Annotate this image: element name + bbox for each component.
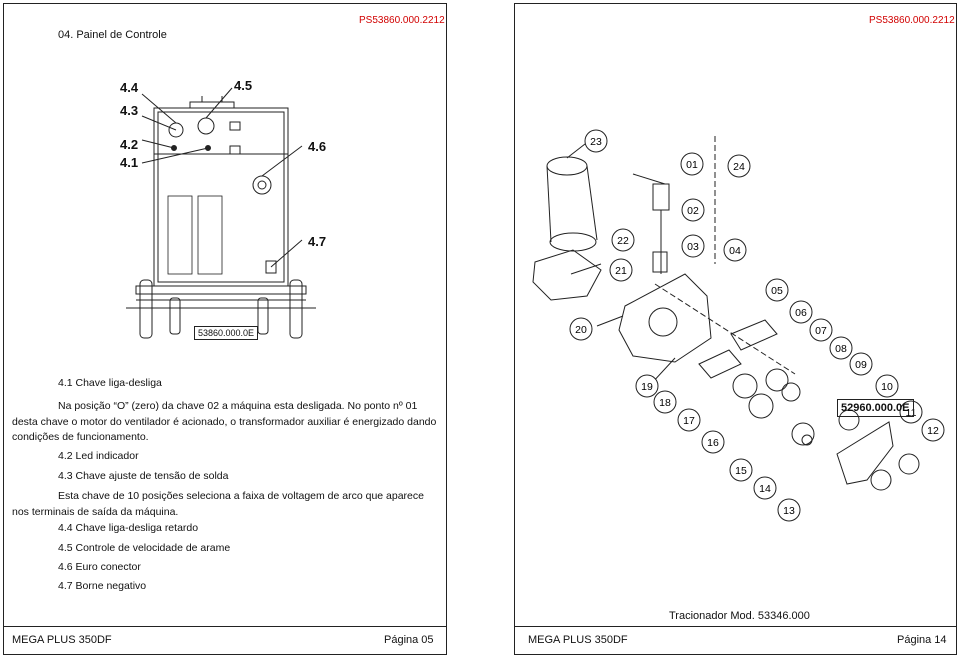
item-4-1-text: Na posição “O” (zero) da chave 02 a máqu… bbox=[12, 400, 437, 443]
callout-layer: 23 01 24 02 22 03 04 21 05 20 06 07 08 09 19 10 18 11 17 12… bbox=[569, 129, 945, 522]
item-4-2-title: 4.2 Led indicador bbox=[58, 450, 139, 462]
callout-22: 22 bbox=[611, 228, 635, 252]
label-4-6: 4.6 bbox=[308, 139, 327, 154]
callout-label: 10 bbox=[881, 381, 893, 393]
callout-16: 16 bbox=[701, 430, 725, 454]
callout-09: 09 bbox=[849, 352, 873, 376]
right-page: PS53860.000.2212 bbox=[514, 3, 957, 655]
figure-ref: 52960.000.0E bbox=[837, 399, 914, 417]
label-4-2: 4.2 bbox=[120, 137, 139, 152]
callout-label: 15 bbox=[735, 465, 747, 477]
callout-01: 01 bbox=[680, 152, 704, 176]
callout-07: 07 bbox=[809, 318, 833, 342]
section-title: 04. Painel de Controle bbox=[58, 29, 167, 41]
wire-feeder-figure: 23 01 24 02 22 03 04 21 05 20 06 07 08 09 19 10 18 11 17 12… bbox=[532, 129, 945, 522]
callout-label: 11 bbox=[906, 407, 917, 419]
figure-caption: Tracionador Mod. 53346.000 bbox=[669, 610, 810, 622]
item-4-4-title: 4.4 Chave liga-desliga retardo bbox=[58, 522, 199, 534]
label-4-3: 4.3 bbox=[120, 103, 139, 118]
callout-label: 01 bbox=[686, 159, 698, 171]
callout-21: 21 bbox=[609, 258, 633, 282]
left-page: 04. Painel de Controle PS53860.000.2212 bbox=[3, 3, 447, 655]
callout-20: 20 bbox=[569, 317, 593, 341]
callout-11: 11 bbox=[899, 400, 923, 424]
callout-15: 15 bbox=[729, 458, 753, 482]
callout-label: 16 bbox=[707, 437, 719, 449]
label-4-5: 4.5 bbox=[234, 78, 253, 93]
callout-label: 18 bbox=[659, 397, 671, 409]
callout-label: 24 bbox=[733, 161, 745, 173]
callout-label: 06 bbox=[795, 307, 807, 319]
callout-12: 12 bbox=[921, 418, 945, 442]
callout-label: 14 bbox=[759, 483, 771, 495]
callout-14: 14 bbox=[753, 476, 777, 500]
callout-label: 20 bbox=[575, 324, 587, 336]
callout-06: 06 bbox=[789, 300, 813, 324]
item-4-3-title: 4.3 Chave ajuste de tensão de solda bbox=[58, 470, 229, 482]
callout-19: 19 bbox=[635, 374, 659, 398]
callout-17: 17 bbox=[677, 408, 701, 432]
footer-page: Página 14 bbox=[897, 634, 947, 646]
item-4-3-text: Esta chave de 10 posições seleciona a fa… bbox=[12, 490, 424, 518]
callout-23: 23 bbox=[584, 129, 608, 153]
callout-label: 12 bbox=[927, 425, 939, 437]
callout-label: 17 bbox=[683, 415, 695, 427]
item-4-1-title: 4.1 Chave liga-desliga bbox=[58, 377, 162, 389]
label-4-1: 4.1 bbox=[120, 155, 139, 170]
callout-label: 22 bbox=[617, 235, 629, 247]
callout-05: 05 bbox=[765, 278, 789, 302]
callout-label: 09 bbox=[855, 359, 867, 371]
footer-rule bbox=[515, 626, 956, 627]
callout-18: 18 bbox=[653, 390, 677, 414]
footer-page: Página 05 bbox=[384, 634, 434, 646]
callout-label: 21 bbox=[615, 265, 627, 277]
footer-product: MEGA PLUS 350DF bbox=[528, 634, 628, 646]
callout-label: 04 bbox=[729, 245, 741, 257]
callout-label: 23 bbox=[590, 136, 602, 148]
item-4-6-title: 4.6 Euro conector bbox=[58, 561, 141, 573]
callout-label: 08 bbox=[835, 343, 847, 355]
callout-10: 10 bbox=[875, 374, 899, 398]
footer-rule bbox=[4, 626, 446, 627]
callout-label: 03 bbox=[687, 241, 699, 253]
doc-code: PS53860.000.2212 bbox=[869, 15, 955, 26]
label-4-4: 4.4 bbox=[120, 80, 139, 95]
callout-24: 24 bbox=[727, 154, 751, 178]
item-4-7-title: 4.7 Borne negativo bbox=[58, 580, 147, 592]
callout-04: 04 bbox=[723, 238, 747, 262]
callout-label: 02 bbox=[687, 205, 699, 217]
callout-label: 13 bbox=[783, 505, 795, 517]
label-4-7: 4.7 bbox=[308, 234, 327, 249]
doc-code: PS53860.000.2212 bbox=[359, 15, 445, 26]
footer-product: MEGA PLUS 350DF bbox=[12, 634, 112, 646]
callout-08: 08 bbox=[829, 336, 853, 360]
item-4-5-title: 4.5 Controle de velocidade de arame bbox=[58, 542, 231, 554]
machine-front-figure bbox=[126, 87, 316, 339]
callout-03: 03 bbox=[681, 234, 705, 258]
figure-ref: 53860.000.0E bbox=[194, 326, 259, 340]
callout-label: 07 bbox=[815, 325, 827, 337]
callout-label: 05 bbox=[771, 285, 783, 297]
callout-02: 02 bbox=[681, 198, 705, 222]
callout-13: 13 bbox=[777, 498, 801, 522]
callout-label: 19 bbox=[641, 381, 653, 393]
